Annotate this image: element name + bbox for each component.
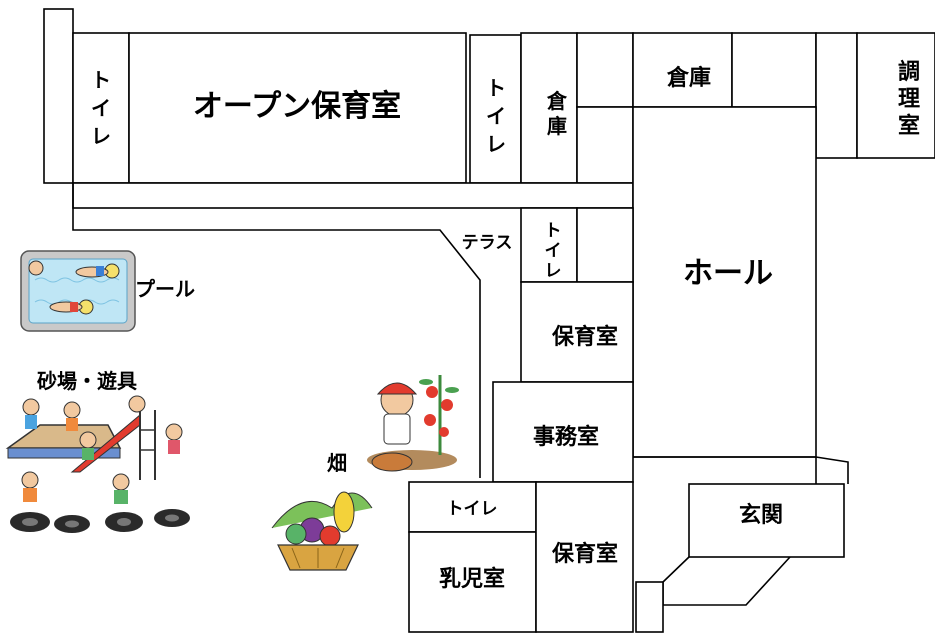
label-toilet-small-3: レ [545,261,562,281]
room-labels: ト イ レ オープン保育室 ト イ レ 倉 庫 倉庫 調 理 室 テラス ト イ… [91,59,920,592]
label-kitchen-3: 室 [898,113,920,139]
label-toilet-mid-3: レ [486,132,506,156]
label-pool: プール [135,277,195,301]
label-kitchen-1: 調 [898,59,920,85]
label-hall: ホール [683,256,773,291]
toilet-mid-room [469,34,522,184]
label-open-nursery: オープン保育室 [193,89,401,124]
toilet-bottom-room [408,481,537,533]
label-storage-top: 倉庫 [666,65,711,91]
label-nursery-1: 保育室 [551,324,618,350]
corridor [72,182,634,209]
gardener-illustration [367,375,459,472]
nursery-1-room [520,281,634,383]
small-room-top-right [731,32,817,108]
nursery-2-room [535,481,634,633]
label-toilet-left-3: レ [91,124,111,148]
open-nursery-room [128,32,467,184]
entrance-room [688,483,845,558]
label-toilet-small-1: ト [545,221,562,241]
label-field: 畑 [327,451,347,475]
sandbox-illustration [5,395,190,533]
small-room-mid [576,106,634,184]
hall-room [632,106,817,458]
entrance-ramp [662,556,791,606]
left-pillar [43,8,74,184]
label-toilet-bottom: トイレ [447,499,498,519]
label-sandbox-playground: 砂場・遊具 [37,369,137,393]
label-terrace: テラス [462,233,513,253]
small-room-beside-toilet [576,207,634,283]
label-toilet-left-1: ト [91,68,111,92]
label-kitchen-2: 理 [898,87,920,112]
vegetable-basket-illustration [271,491,373,571]
label-toilet-small-2: イ [545,241,562,261]
label-office: 事務室 [533,424,599,450]
label-toilet-mid-1: ト [486,76,506,100]
label-toilet-left-2: イ [91,96,111,120]
entrance-step [635,581,664,633]
building-walls [43,8,935,633]
label-storage-left-1: 倉 [546,89,568,113]
pool-illustration [20,250,136,332]
label-toilet-mid-2: イ [486,104,506,128]
kitchen-room [856,32,935,159]
label-infant-room: 乳児室 [439,566,505,592]
label-nursery-2: 保育室 [551,541,618,567]
label-storage-left-2: 庫 [547,114,567,138]
label-entrance: 玄関 [739,502,783,528]
small-room-top [576,32,634,108]
toilet-left-room [72,32,130,184]
entrance-wall-top [633,456,849,484]
terrace-boundary [72,183,481,478]
kitchen-side-room [815,32,858,159]
